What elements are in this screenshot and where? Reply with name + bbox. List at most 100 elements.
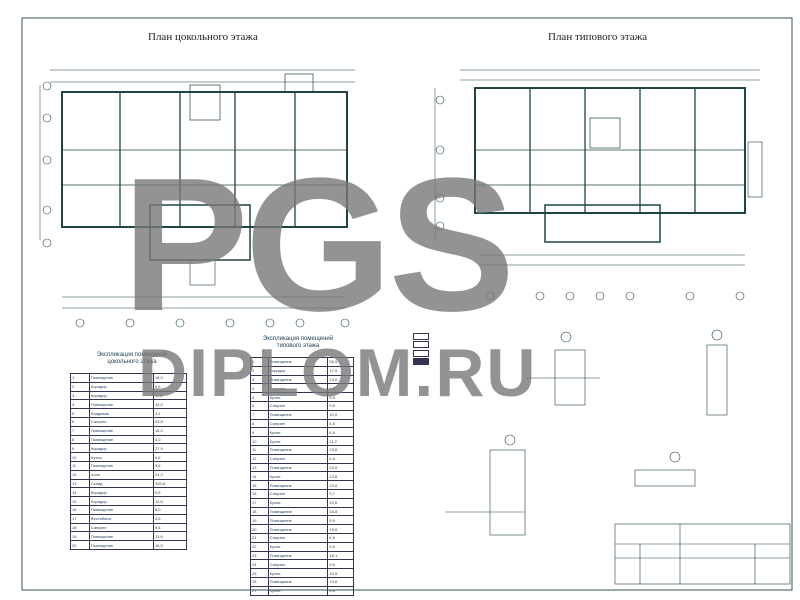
- room-number: 7: [250, 409, 269, 420]
- room-area: 9,6: [327, 541, 354, 552]
- room-number: 8: [70, 434, 90, 445]
- room-number: 23: [250, 550, 269, 561]
- room-number: 15: [70, 496, 90, 506]
- room-number: 18: [250, 506, 269, 517]
- title-block: [614, 523, 791, 585]
- room-number: 15: [250, 480, 269, 490]
- room-name: Кухня: [267, 436, 329, 446]
- room-area: 9,6: [152, 522, 188, 533]
- room-name: Кухня: [267, 585, 329, 596]
- room-area: 10,0: [327, 409, 354, 420]
- room-area: 10,6: [327, 497, 354, 508]
- room-number: 1: [70, 373, 90, 383]
- room-name: Холл: [88, 469, 154, 480]
- room-number: 6: [70, 416, 90, 427]
- room-number: 27: [250, 585, 269, 596]
- room-number: 24: [250, 559, 269, 570]
- room-number: 7: [70, 425, 90, 436]
- room-area: 12,6: [152, 496, 188, 506]
- room-name: Помещение: [267, 480, 329, 490]
- room-name: Помещение: [267, 550, 329, 561]
- room-area: 9,9: [327, 515, 354, 526]
- room-name: Помещение: [88, 460, 154, 471]
- room-number: 18: [70, 522, 90, 533]
- room-name: Помещение: [88, 434, 154, 445]
- room-area: 3,6: [152, 513, 188, 524]
- room-number: 19: [70, 531, 90, 542]
- room-area: 15,0: [152, 425, 188, 436]
- legend-swatch: [413, 349, 429, 357]
- basement-plan: [39, 69, 355, 328]
- room-number: 16: [70, 504, 90, 515]
- room-name: Помещение: [267, 444, 329, 455]
- room-number: 9: [250, 427, 269, 438]
- room-name: Коридор: [88, 487, 154, 498]
- room-name: Помещение: [267, 409, 329, 420]
- room-number: 22: [250, 541, 269, 552]
- room-area: 24,0: [327, 480, 354, 490]
- room-area: 13,6: [327, 576, 354, 587]
- room-area: 16,1: [327, 550, 354, 561]
- room-name: Кухня: [88, 452, 154, 462]
- room-name: Кухня: [267, 568, 329, 578]
- room-name: Санузел: [267, 559, 329, 570]
- legend: [413, 332, 433, 366]
- room-name: Помещение: [88, 540, 154, 550]
- room-area: 15,6: [327, 524, 354, 534]
- room-area: 3,6: [152, 460, 188, 471]
- room-number: 13: [70, 478, 90, 489]
- room-number: 17: [250, 497, 269, 508]
- room-number: 11: [70, 460, 90, 471]
- room-area: 15,5: [152, 540, 188, 550]
- room-area: 9,6: [327, 585, 354, 596]
- room-number: 3: [70, 390, 90, 401]
- room-name: Склад: [88, 478, 154, 489]
- room-area: 13,6: [327, 471, 354, 482]
- room-name: Санузел: [88, 522, 154, 533]
- room-name: Помещение: [267, 462, 329, 473]
- sheet-frame: [21, 17, 793, 591]
- room-name: Коридор: [88, 443, 154, 454]
- room-area: 3,7: [327, 488, 354, 499]
- basement-plan-title: План цокольного этажа: [148, 31, 258, 43]
- room-name: Кухня: [267, 471, 329, 482]
- room-area: 4,0: [152, 434, 188, 445]
- room-area: 4,6: [327, 453, 354, 464]
- legend-swatch: [413, 332, 429, 340]
- basement-explication-caption: Экспликация помещений цокольного этажа: [96, 352, 168, 365]
- room-area: 24,0: [327, 462, 354, 473]
- room-number: 9: [70, 443, 90, 454]
- room-name: Вестибюль: [88, 513, 154, 524]
- room-number: 10: [70, 452, 90, 462]
- room-area: 4,6: [327, 418, 354, 429]
- legend-swatch: [413, 341, 429, 349]
- room-name: Помещение: [267, 506, 329, 517]
- room-name: Помещение: [267, 576, 329, 587]
